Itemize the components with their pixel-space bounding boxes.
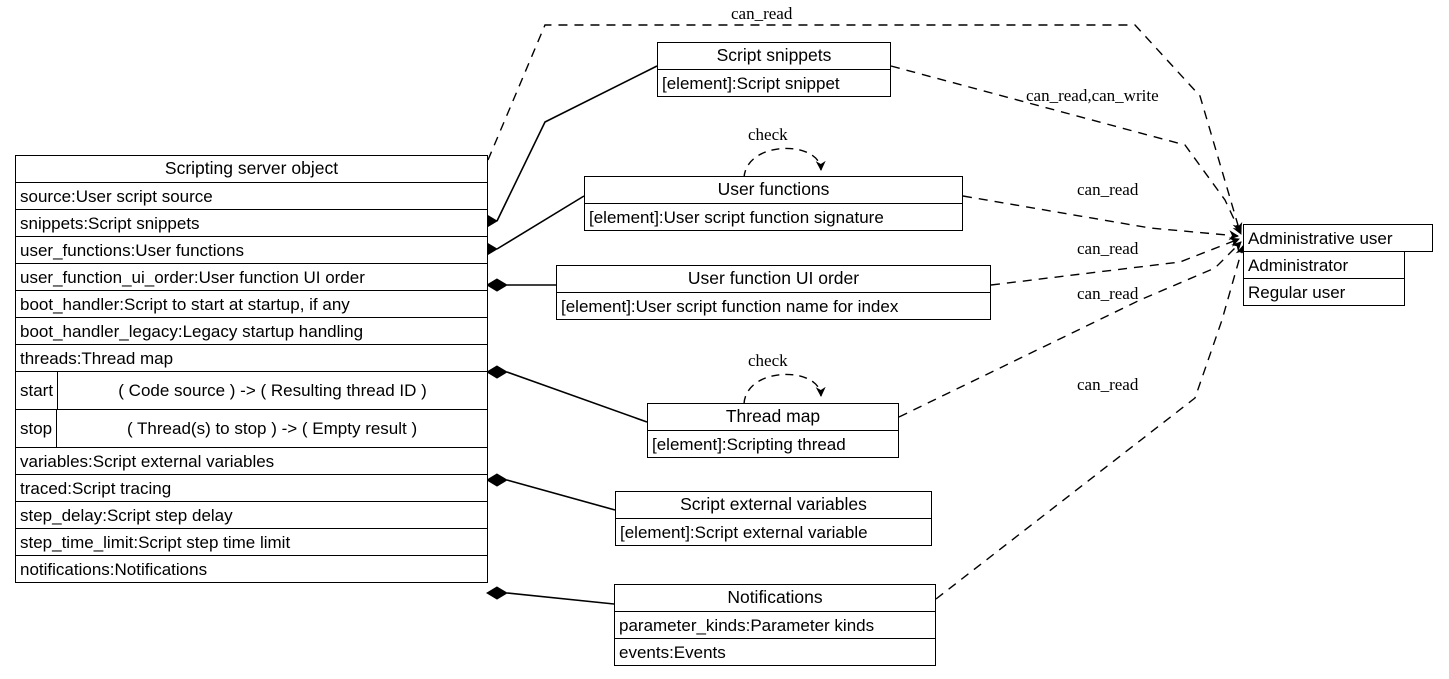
edge-label-can-read-can-write: can_read,can_write	[1026, 86, 1159, 105]
edge-label-check-user-functions: check	[748, 125, 788, 144]
method-start-name: start	[16, 372, 59, 409]
attribute-boot-handler: boot_handler:Script to start at startup,…	[15, 290, 488, 318]
attribute-source: source:User script source	[15, 182, 488, 210]
edge-can-read-notifications	[935, 245, 1246, 600]
attribute-variables: variables:Script external variables	[15, 447, 488, 475]
method-start-signature: ( Code source ) -> ( Resulting thread ID…	[118, 381, 427, 400]
class-administrative-user: Administrative user Administrator Regula…	[1243, 224, 1433, 306]
class-row-element: [element]:Script snippet	[657, 69, 891, 97]
class-row-element: [element]:Scripting thread	[647, 430, 899, 458]
line-to-script-snippets	[496, 65, 658, 222]
class-notifications: Notifications parameter_kinds:Parameter …	[614, 584, 936, 666]
method-stop-name: stop	[16, 410, 58, 447]
diamond-threads	[486, 365, 508, 379]
edge-label-check-thread-map: check	[748, 351, 788, 370]
edge-label-can-read-thread-map: can_read	[1077, 375, 1139, 394]
attribute-traced: traced:Script tracing	[15, 474, 488, 502]
attribute-user-functions: user_functions:User functions	[15, 236, 488, 264]
loop-check-thread-map	[743, 373, 826, 405]
edge-can-read-ui-order	[990, 237, 1240, 286]
attribute-step-time-limit: step_time_limit:Script step time limit	[15, 528, 488, 556]
actor-row-regular-user: Regular user	[1243, 278, 1405, 306]
loop-check-user-functions	[743, 147, 826, 179]
class-title: Script external variables	[615, 491, 932, 519]
class-title: User function UI order	[556, 265, 991, 293]
edge-can-read-user-functions	[962, 195, 1239, 241]
attribute-snippets: snippets:Script snippets	[15, 209, 488, 237]
class-row-element: [element]:User script function signature	[584, 203, 963, 231]
class-user-function-ui-order: User function UI order [element]:User sc…	[556, 265, 991, 320]
class-row-element: [element]:Script external variable	[615, 518, 932, 546]
class-title: Scripting server object	[15, 155, 488, 183]
attribute-notifications: notifications:Notifications	[15, 555, 488, 583]
line-to-thread-map	[506, 371, 648, 423]
attribute-user-function-ui-order: user_function_ui_order:User function UI …	[15, 263, 488, 291]
class-title: Notifications	[614, 584, 936, 612]
method-stop-signature: ( Thread(s) to stop ) -> ( Empty result …	[126, 419, 418, 438]
class-title: Script snippets	[657, 42, 891, 70]
class-row-events: events:Events	[614, 638, 936, 666]
class-script-external-variables: Script external variables [element]:Scri…	[615, 491, 932, 546]
method-stop: stop ( Thread(s) to stop ) -> ( Empty re…	[15, 409, 488, 448]
class-thread-map: Thread map [element]:Scripting thread	[647, 403, 899, 458]
class-title: Thread map	[647, 403, 899, 431]
class-title: User functions	[584, 176, 963, 204]
class-scripting-server-object: Scripting server object source:User scri…	[15, 155, 488, 583]
edge-can-read-can-write	[890, 65, 1242, 235]
attribute-threads: threads:Thread map	[15, 344, 488, 372]
class-row-element: [element]:User script function name for …	[556, 292, 991, 320]
diamond-notifications	[486, 586, 508, 600]
line-to-script-external-variables	[506, 479, 616, 511]
line-to-user-functions	[496, 195, 585, 250]
diamond-ui-order	[486, 278, 508, 292]
class-script-snippets: Script snippets [element]:Script snippet	[657, 42, 891, 97]
actor-row-administrator: Administrator	[1243, 251, 1405, 279]
permission-edges	[487, 24, 1246, 600]
edge-can-read-thread-map	[898, 241, 1242, 418]
edge-label-can-read-ui-order: can_read	[1077, 239, 1139, 258]
edge-label-can-read-top: can_read	[731, 4, 793, 23]
composition-lines	[496, 65, 658, 605]
edge-label-can-read-ui-order-2: can_read	[1077, 284, 1139, 303]
edge-label-can-read-user-functions: can_read	[1077, 180, 1139, 199]
line-to-notifications	[506, 592, 615, 605]
attribute-boot-handler-legacy: boot_handler_legacy:Legacy startup handl…	[15, 317, 488, 345]
edge-can-read-top	[487, 24, 1243, 233]
attribute-step-delay: step_delay:Script step delay	[15, 501, 488, 529]
class-title: Administrative user	[1243, 224, 1433, 252]
diamond-variables	[486, 473, 508, 487]
class-user-functions: User functions [element]:User script fun…	[584, 176, 963, 231]
class-row-parameter-kinds: parameter_kinds:Parameter kinds	[614, 611, 936, 639]
method-start: start ( Code source ) -> ( Resulting thr…	[15, 371, 488, 410]
